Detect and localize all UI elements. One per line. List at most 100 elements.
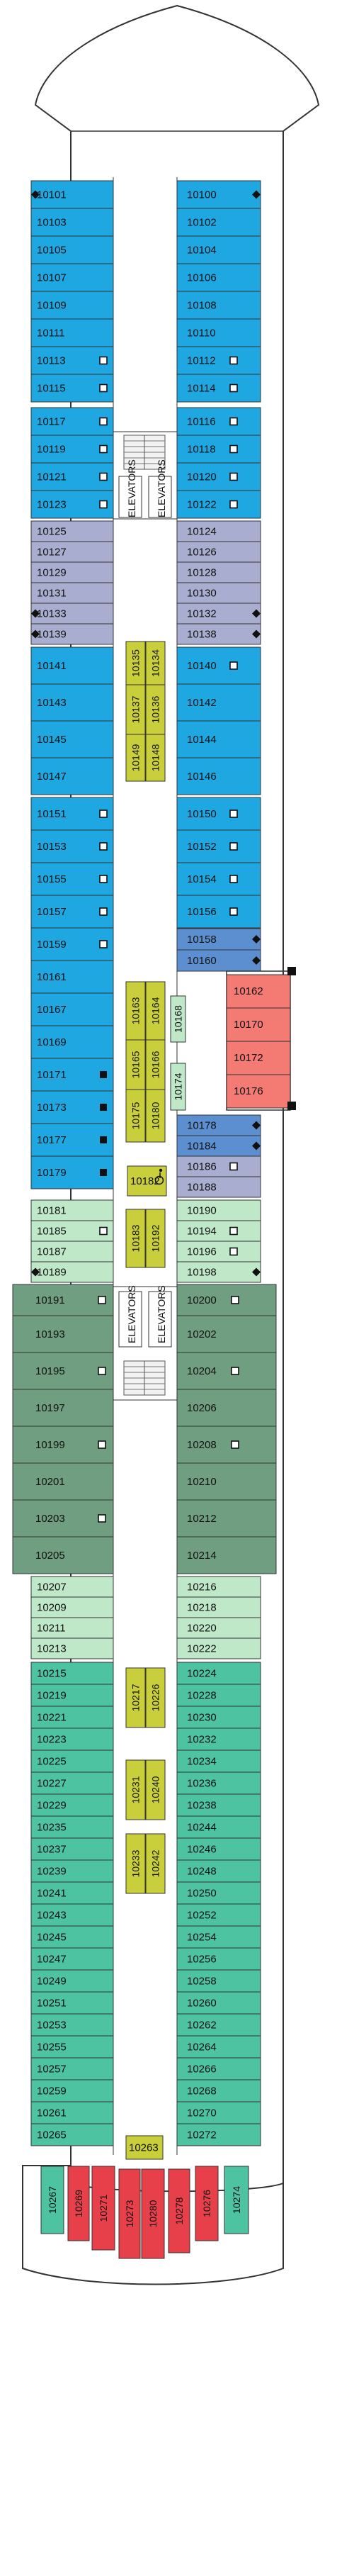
cabin-10230[interactable]: 10230 (176, 1706, 261, 1729)
cabin-10127[interactable]: 10127 (30, 541, 114, 563)
cabin-10168[interactable]: 10168 (170, 995, 186, 1043)
cabin-10154[interactable]: 10154 (176, 862, 261, 896)
cabin-10238[interactable]: 10238 (176, 1793, 261, 1817)
cabin-10166[interactable]: 10166 (145, 1039, 166, 1090)
cabin-10109[interactable]: 10109 (30, 291, 114, 320)
cabin-10175[interactable]: 10175 (125, 1089, 146, 1143)
cabin-10235[interactable]: 10235 (30, 1815, 114, 1839)
cabin-10116[interactable]: 10116 (176, 407, 261, 436)
cabin-10132[interactable]: 10132 (176, 603, 261, 625)
cabin-10228[interactable]: 10228 (176, 1684, 261, 1707)
cabin-10115[interactable]: 10115 (30, 374, 114, 403)
cabin-10264[interactable]: 10264 (176, 2035, 261, 2059)
cabin-10153[interactable]: 10153 (30, 829, 114, 863)
cabin-10170[interactable]: 10170 (226, 1007, 291, 1042)
cabin-10105[interactable]: 10105 (30, 235, 114, 264)
cabin-10125[interactable]: 10125 (30, 520, 114, 542)
cabin-10224[interactable]: 10224 (176, 1662, 261, 1685)
cabin-10243[interactable]: 10243 (30, 1903, 114, 1927)
cabin-10112[interactable]: 10112 (176, 346, 261, 375)
cabin-10162[interactable]: 10162 (226, 974, 291, 1009)
cabin-10173[interactable]: 10173 (30, 1090, 114, 1124)
cabin-10178[interactable]: 10178 (176, 1114, 261, 1136)
cabin-10134[interactable]: 10134 (145, 641, 166, 685)
cabin-10202[interactable]: 10202 (176, 1315, 277, 1353)
cabin-10182[interactable]: 10182 (127, 1165, 167, 1197)
cabin-10251[interactable]: 10251 (30, 1991, 114, 2015)
cabin-10101[interactable]: 10101 (30, 180, 114, 209)
cabin-10152[interactable]: 10152 (176, 829, 261, 863)
cabin-10186[interactable]: 10186 (176, 1155, 261, 1177)
cabin-10248[interactable]: 10248 (176, 1859, 261, 1883)
cabin-10272[interactable]: 10272 (176, 2123, 261, 2146)
cabin-10229[interactable]: 10229 (30, 1793, 114, 1817)
cabin-10120[interactable]: 10120 (176, 462, 261, 491)
cabin-10268[interactable]: 10268 (176, 2079, 261, 2102)
cabin-10196[interactable]: 10196 (176, 1241, 261, 1262)
cabin-10145[interactable]: 10145 (30, 720, 114, 758)
cabin-10245[interactable]: 10245 (30, 1925, 114, 1949)
cabin-10265[interactable]: 10265 (30, 2123, 114, 2146)
cabin-10148[interactable]: 10148 (145, 734, 166, 782)
cabin-10146[interactable]: 10146 (176, 757, 261, 795)
cabin-10226[interactable]: 10226 (145, 1667, 166, 1728)
cabin-10222[interactable]: 10222 (176, 1637, 261, 1659)
cabin-10254[interactable]: 10254 (176, 1925, 261, 1949)
cabin-10181[interactable]: 10181 (30, 1199, 114, 1221)
cabin-10204[interactable]: 10204 (176, 1352, 277, 1390)
cabin-10133[interactable]: 10133 (30, 603, 114, 625)
cabin-10195[interactable]: 10195 (12, 1352, 114, 1390)
cabin-10114[interactable]: 10114 (176, 374, 261, 403)
cabin-10199[interactable]: 10199 (12, 1426, 114, 1464)
cabin-10232[interactable]: 10232 (176, 1727, 261, 1751)
cabin-10130[interactable]: 10130 (176, 582, 261, 604)
cabin-10126[interactable]: 10126 (176, 541, 261, 563)
cabin-10163[interactable]: 10163 (125, 981, 146, 1041)
cabin-10117[interactable]: 10117 (30, 407, 114, 436)
cabin-10270[interactable]: 10270 (176, 2101, 261, 2124)
cabin-10256[interactable]: 10256 (176, 1947, 261, 1971)
cabin-10208[interactable]: 10208 (176, 1426, 277, 1464)
cabin-10233[interactable]: 10233 (125, 1833, 146, 1894)
cabin-10118[interactable]: 10118 (176, 435, 261, 464)
cabin-10164[interactable]: 10164 (145, 981, 166, 1041)
cabin-10207[interactable]: 10207 (30, 1576, 114, 1598)
cabin-10273[interactable]: 10273 (118, 2168, 141, 2259)
cabin-10259[interactable]: 10259 (30, 2079, 114, 2102)
cabin-10266[interactable]: 10266 (176, 2057, 261, 2081)
cabin-10158[interactable]: 10158 (176, 928, 261, 951)
cabin-10269[interactable]: 10269 (67, 2166, 90, 2241)
cabin-10206[interactable]: 10206 (176, 1389, 277, 1427)
cabin-10217[interactable]: 10217 (125, 1667, 146, 1728)
cabin-10203[interactable]: 10203 (12, 1499, 114, 1538)
cabin-10100[interactable]: 10100 (176, 180, 261, 209)
cabin-10201[interactable]: 10201 (12, 1462, 114, 1501)
cabin-10280[interactable]: 10280 (141, 2168, 165, 2259)
cabin-10212[interactable]: 10212 (176, 1499, 277, 1538)
cabin-10150[interactable]: 10150 (176, 797, 261, 831)
cabin-10147[interactable]: 10147 (30, 757, 114, 795)
cabin-10211[interactable]: 10211 (30, 1617, 114, 1639)
cabin-10128[interactable]: 10128 (176, 561, 261, 583)
cabin-10240[interactable]: 10240 (145, 1759, 166, 1820)
cabin-10176[interactable]: 10176 (226, 1074, 291, 1109)
cabin-10200[interactable]: 10200 (176, 1284, 277, 1316)
cabin-10225[interactable]: 10225 (30, 1749, 114, 1773)
cabin-10276[interactable]: 10276 (195, 2166, 219, 2241)
cabin-10274[interactable]: 10274 (224, 2166, 249, 2234)
cabin-10141[interactable]: 10141 (30, 646, 114, 685)
cabin-10263[interactable]: 10263 (125, 2135, 164, 2160)
cabin-10143[interactable]: 10143 (30, 683, 114, 722)
cabin-10144[interactable]: 10144 (176, 720, 261, 758)
cabin-10237[interactable]: 10237 (30, 1837, 114, 1861)
cabin-10188[interactable]: 10188 (176, 1176, 261, 1198)
cabin-10169[interactable]: 10169 (30, 1025, 114, 1059)
cabin-10193[interactable]: 10193 (12, 1315, 114, 1353)
cabin-10180[interactable]: 10180 (145, 1089, 166, 1143)
cabin-10215[interactable]: 10215 (30, 1662, 114, 1685)
cabin-10139[interactable]: 10139 (30, 623, 114, 645)
cabin-10137[interactable]: 10137 (125, 684, 146, 735)
cabin-10261[interactable]: 10261 (30, 2101, 114, 2124)
cabin-10249[interactable]: 10249 (30, 1969, 114, 1993)
cabin-10172[interactable]: 10172 (226, 1041, 291, 1075)
